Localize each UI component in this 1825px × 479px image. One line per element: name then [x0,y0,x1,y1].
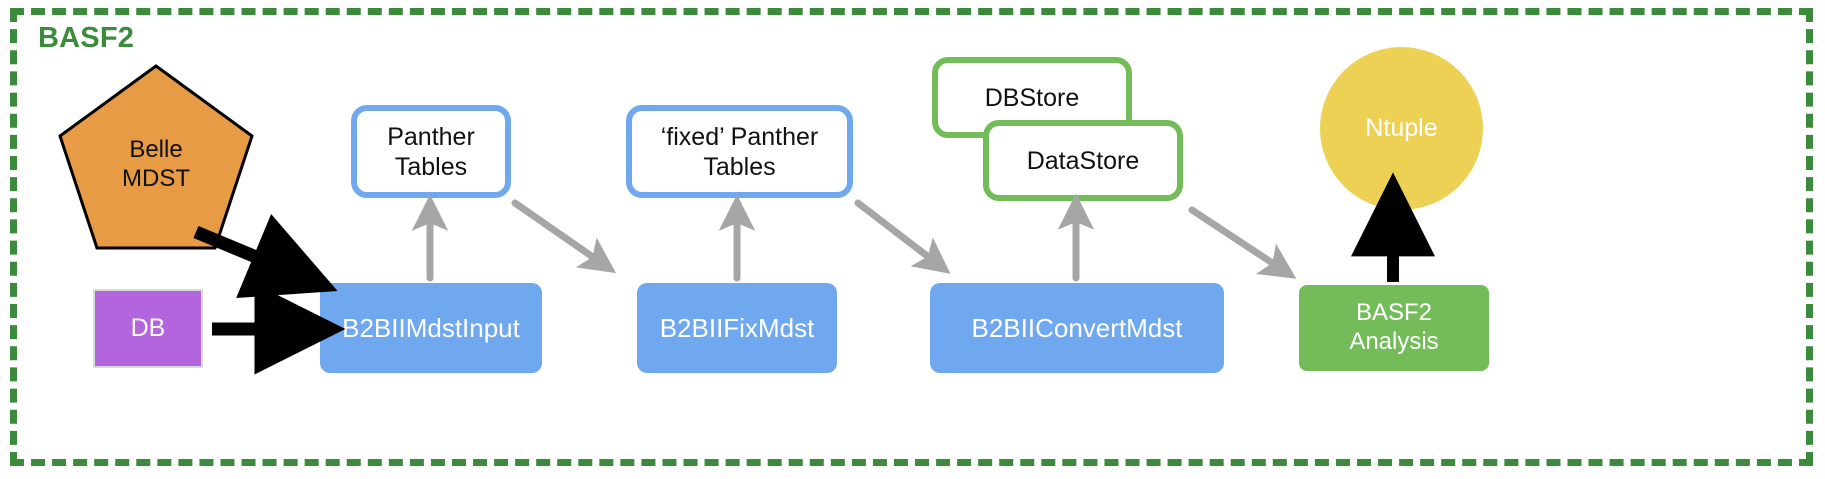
b2bii-fix-mdst-node[interactable]: B2BIIFixMdst [637,283,837,373]
b2bii-mdst-input-node[interactable]: B2BIIMdstInput [320,283,542,373]
fixed-panther-tables-node[interactable]: ‘fixed’ Panther Tables [626,105,853,198]
ntuple-node[interactable]: Ntuple [1320,47,1483,210]
basf2-container-label: BASF2 [38,22,135,54]
db-node[interactable]: DB [93,289,203,368]
panther-tables-node[interactable]: Panther Tables [351,105,511,198]
belle-mdst-node[interactable]: Belle MDST [56,62,256,262]
basf2-analysis-node[interactable]: BASF2 Analysis [1299,285,1489,371]
belle-mdst-label: Belle MDST [122,136,190,192]
pentagon-shape [58,64,254,250]
basf2-container-border [10,8,1813,466]
datastore-node[interactable]: DataStore [983,120,1183,201]
b2bii-convert-mdst-node[interactable]: B2BIIConvertMdst [930,283,1224,373]
